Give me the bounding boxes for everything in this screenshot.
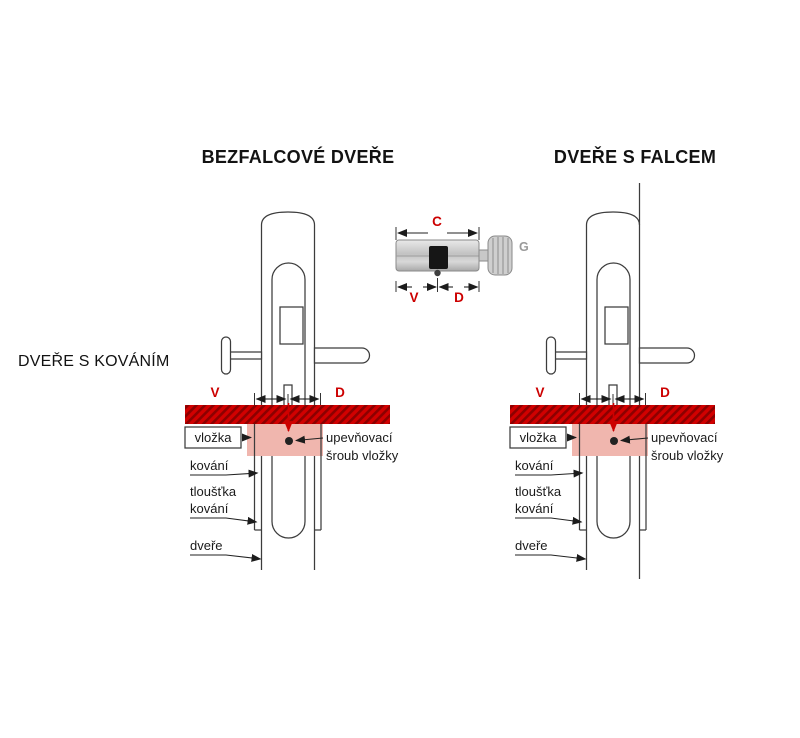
side-note-label: DVEŘE S KOVÁNÍM [18,351,169,370]
screw-label-line2: šroub vložky [651,448,724,463]
fitting-hatch-bar [510,405,715,424]
lock-case [604,306,629,345]
kovani-label: kování [515,458,554,473]
dvere-arrow [515,553,587,562]
dim-d-label: D [660,385,670,400]
tloustka-kovani-label-line1: tloušťka [515,484,562,499]
handle-spindle [229,351,263,360]
fixing-screw-dot [610,437,618,445]
fixing-screw-dot [285,437,293,445]
fitting-plates [253,406,322,531]
kovani-arrow [515,469,584,478]
screw-label-line1: upevňovací [326,430,393,445]
screw-arrow [295,435,324,444]
tloustka-kovani-label-line1: tloušťka [190,484,237,499]
tloustka-kovani-label-line2: kování [190,501,229,516]
screw-label-line1: upevňovací [651,430,718,445]
tloustka-kovani-arrow [515,516,583,525]
dvere-label: dveře [515,538,548,553]
thumbturn-knob [487,235,513,276]
screw-label-line2: šroub vložky [326,448,399,463]
handle-knob [545,336,557,375]
vlozka-label: vložka [520,430,558,445]
tloustka-kovani-arrow [190,516,258,525]
cylinder-inset: C G V D [395,214,529,305]
cylinder-dim-d-label: D [454,290,464,305]
knob-g-label: G [519,240,529,254]
kovani-arrow [190,469,259,478]
vlozka-label: vložka [195,430,233,445]
dim-d-label: D [335,385,345,400]
knob-neck [478,249,489,262]
vlozka-label-box [184,426,242,449]
screw-arrow [620,435,649,444]
dim-v-label: V [210,385,219,400]
handle-knob [220,336,232,375]
cylinder-keyway [429,246,448,269]
cylinder-screw-hole [434,269,441,277]
door-diagram-bezfalcove: V D vložka kování tloušťka kování dveře … [184,211,399,570]
door-outline [260,211,316,570]
cylinder-zone-band [572,424,648,456]
fitting-hatch-bar [185,405,390,424]
knob-ridges [492,237,509,274]
dvere-arrow [190,553,262,562]
left-diagram-title: BEZFALCOVÉ DVEŘE [202,146,395,167]
handle-lever [638,347,696,364]
lock-case [279,306,304,345]
kovani-label: kování [190,458,229,473]
cylinder-zone-band [247,424,323,456]
fitting-plates [578,406,647,531]
handle-lever [313,347,371,364]
vlozka-label-box [509,426,567,449]
dim-v-label: V [535,385,544,400]
right-diagram-title: DVEŘE S FALCEM [554,146,716,167]
door-outline [585,211,641,570]
door-diagram-s-falcem: V D vložka kování tloušťka kování dveře … [509,183,724,579]
dvere-label: dveře [190,538,223,553]
handle-spindle [554,351,588,360]
cylinder-dim-v-label: V [409,290,418,305]
cylinder-dim-c-label: C [432,214,442,229]
tloustka-kovani-label-line2: kování [515,501,554,516]
